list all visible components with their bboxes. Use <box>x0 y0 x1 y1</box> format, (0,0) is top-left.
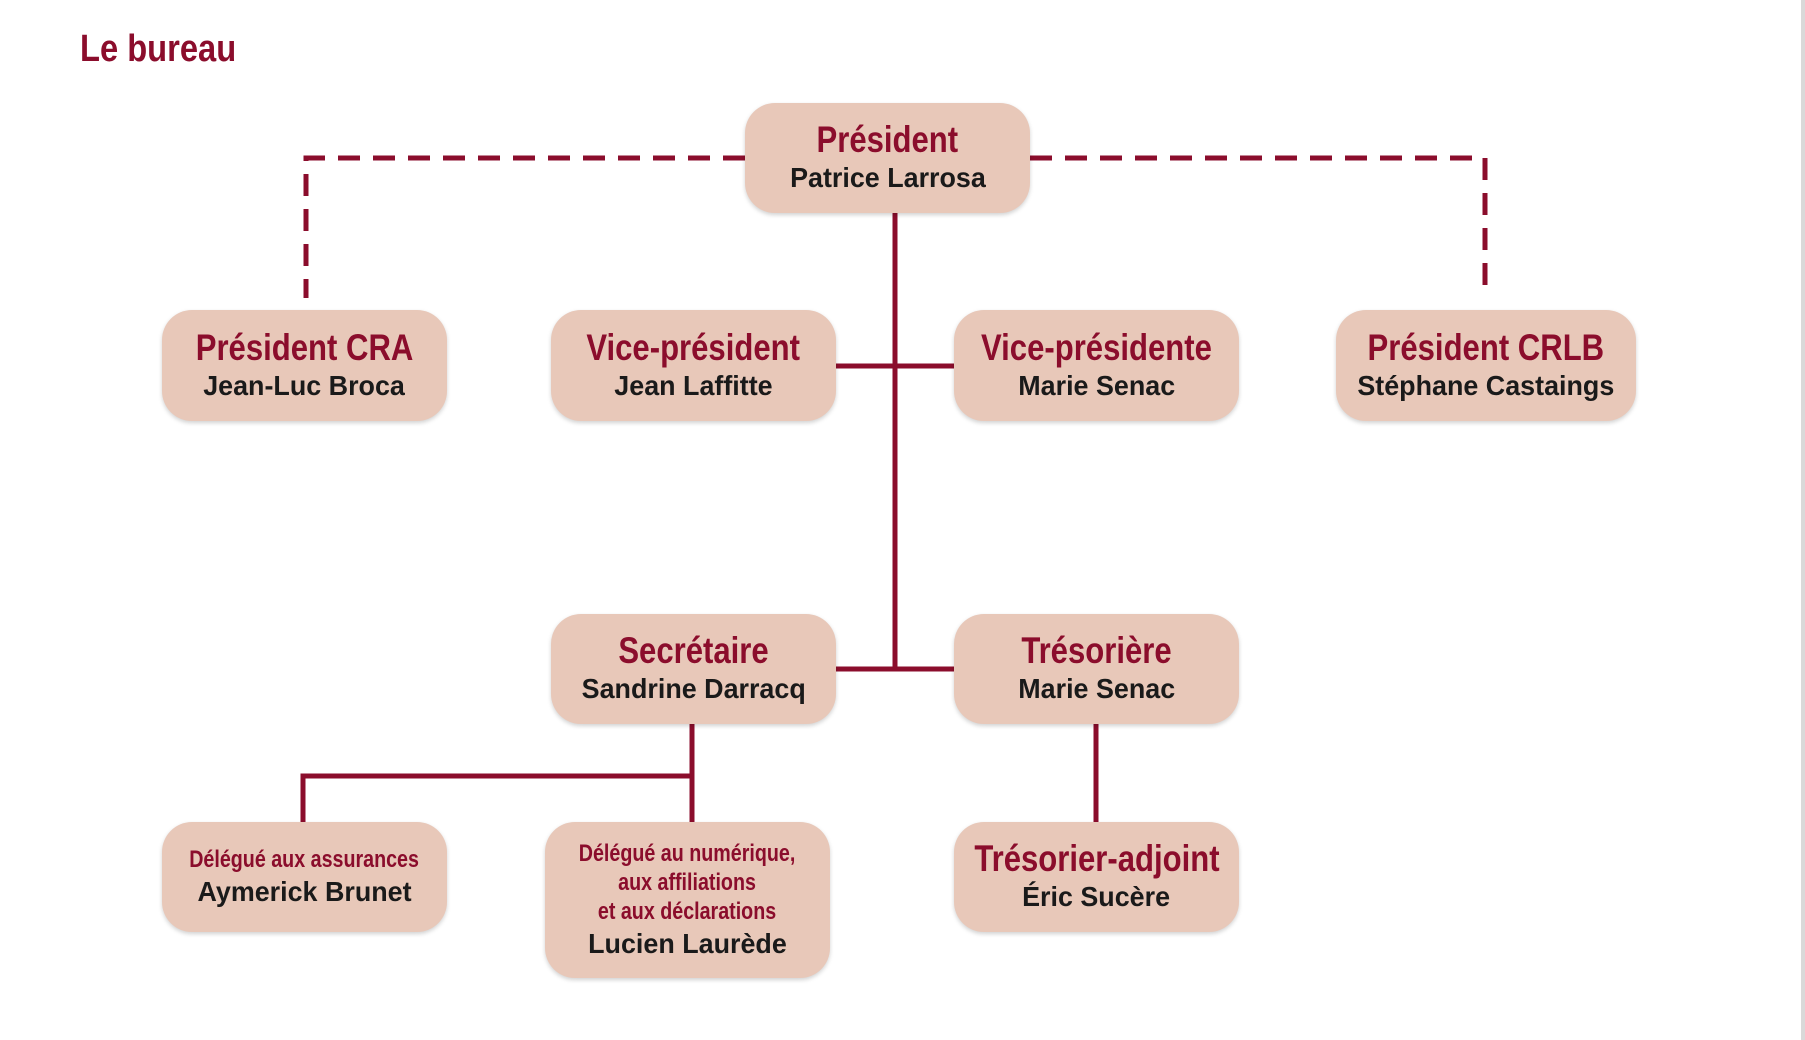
node-president-cra[interactable]: Président CRA Jean-Luc Broca <box>162 310 447 421</box>
node-vice-presidente[interactable]: Vice-présidente Marie Senac <box>954 310 1239 421</box>
node-delegue-numerique[interactable]: Délégué au numérique, aux affiliations e… <box>545 822 830 978</box>
node-role: Trésorière <box>1021 630 1172 671</box>
page-edge <box>1801 0 1805 1040</box>
node-president[interactable]: Président Patrice Larrosa <box>745 103 1030 213</box>
node-role: Vice-présidente <box>981 326 1212 368</box>
link-president-to-president-crlb <box>1030 155 1488 298</box>
node-person: Marie Senac <box>1018 369 1175 401</box>
page-title: Le bureau <box>80 28 237 70</box>
node-role: Trésorier-adjoint <box>973 838 1220 879</box>
node-person: Sandrine Darracq <box>581 673 806 704</box>
node-person: Jean Laffitte <box>614 369 773 401</box>
link-president-to-president-cra <box>303 155 745 298</box>
node-role: Président CRA <box>195 326 414 368</box>
node-role: Délégué aux assurances <box>189 845 420 873</box>
node-role: Président CRLB <box>1367 326 1605 368</box>
link-secretaire-to-delegues <box>300 724 695 822</box>
node-person: Éric Sucère <box>1022 881 1171 912</box>
node-person: Patrice Larrosa <box>789 162 986 193</box>
node-person: Jean-Luc Broca <box>203 369 406 401</box>
node-person: Lucien Laurède <box>588 927 787 959</box>
node-secretaire[interactable]: Secrétaire Sandrine Darracq <box>551 614 836 724</box>
node-person: Stéphane Castaings <box>1357 369 1615 401</box>
node-tresorier-adjoint[interactable]: Trésorier-adjoint Éric Sucère <box>954 822 1239 932</box>
node-role: Président <box>816 119 959 160</box>
node-role: Délégué au numérique, aux affiliations e… <box>579 839 796 925</box>
node-president-crlb[interactable]: Président CRLB Stéphane Castaings <box>1336 310 1636 421</box>
node-vice-president[interactable]: Vice-président Jean Laffitte <box>551 310 836 421</box>
node-tresoriere[interactable]: Trésorière Marie Senac <box>954 614 1239 724</box>
node-role: Vice-président <box>586 326 801 368</box>
node-person: Aymerick Brunet <box>197 875 412 907</box>
node-person: Marie Senac <box>1018 673 1175 704</box>
node-role: Secrétaire <box>618 630 769 671</box>
node-delegue-assurances[interactable]: Délégué aux assurances Aymerick Brunet <box>162 822 447 932</box>
